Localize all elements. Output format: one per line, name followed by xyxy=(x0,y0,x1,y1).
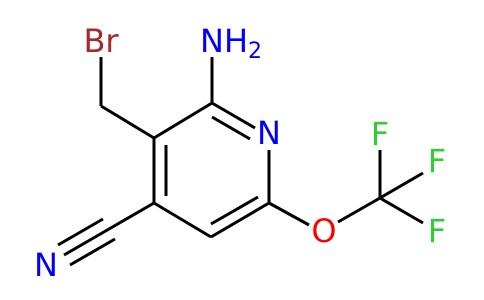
bond-c3-c2 xyxy=(153,101,213,140)
atom-f3: F xyxy=(428,212,446,250)
bond-cf3-f3 xyxy=(379,196,424,225)
bond-cn-triple-b xyxy=(57,217,104,247)
bond-c6-c5-inner xyxy=(210,195,259,226)
bond-c4-cn xyxy=(108,201,155,231)
atom-nitrile-n: N xyxy=(34,246,58,284)
atom-nh2-main: NH xyxy=(200,22,248,60)
bond-c5-c4 xyxy=(153,201,212,239)
atom-br: Br xyxy=(83,22,119,60)
bond-c6-c5 xyxy=(210,201,270,239)
bond-c3-ch2 xyxy=(100,104,155,140)
atom-o: O xyxy=(311,212,336,250)
bond-c6-o xyxy=(268,201,310,227)
atom-f1: F xyxy=(371,115,389,153)
bond-cn-triple-a xyxy=(63,227,110,257)
bond-cf3-f2 xyxy=(379,171,424,200)
atom-nh2: NH2 xyxy=(200,22,262,64)
atom-ring-n: N xyxy=(257,114,281,152)
bond-o-cf3 xyxy=(337,196,381,224)
bond-c2-n1 xyxy=(211,101,256,130)
bond-c2-n1-inner xyxy=(211,115,251,141)
atom-nh2-subscript: 2 xyxy=(248,39,262,64)
bond-cn-triple-c xyxy=(69,237,116,267)
atom-f2: F xyxy=(428,142,446,180)
